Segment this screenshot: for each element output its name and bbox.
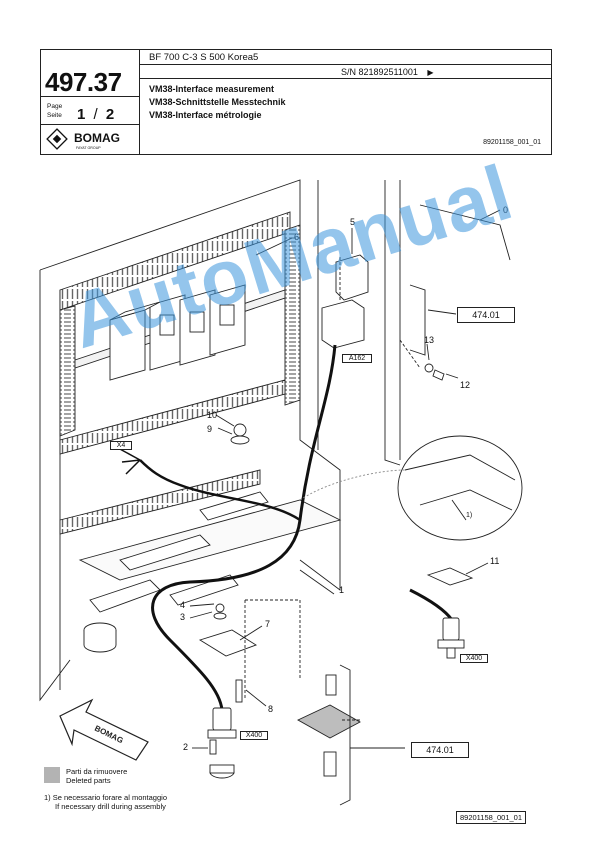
legend-deleted-en: Deleted parts (66, 776, 111, 785)
serial-number: S/N 821892511001 ▶ (341, 67, 434, 77)
callout-3: 3 (180, 612, 186, 622)
callout-0: 0 (503, 205, 509, 215)
ref-box-upper: 474.01 (457, 307, 515, 323)
callout-11: 11 (490, 556, 500, 566)
footer-drawing-ref: 89201158_001_01 (456, 811, 527, 824)
header-divider (139, 50, 140, 154)
serial-arrow-icon: ▶ (427, 68, 434, 77)
header-table: 497.37 Page Seite 1 / 2 BOMAG FAYAT GROU… (40, 49, 552, 155)
callout-1: 1 (339, 585, 345, 595)
callout-2: 2 (183, 742, 189, 752)
page-label-2: Seite (47, 112, 62, 119)
legend-note-it: 1) Se necessario forare al montaggio (44, 793, 167, 802)
model-name: BF 700 C-3 S 500 Korea5 (149, 52, 259, 63)
connector-x400-right: X400 (460, 654, 488, 663)
bomag-logo: BOMAG FAYAT GROUP (46, 128, 120, 150)
legend-deleted-it: Parti da rimuovere (66, 767, 128, 776)
header-rule (41, 96, 139, 97)
drawing-ref: 89201158_001_01 (483, 139, 541, 146)
callout-12: 12 (460, 380, 471, 390)
connector-x400-left: X400 (240, 731, 268, 740)
brand-name: BOMAG (74, 131, 120, 145)
page-sep: / (93, 106, 98, 123)
connector-x4: X4 (110, 441, 132, 450)
connector-a162: A162 (342, 354, 372, 363)
callout-9: 9 (207, 424, 213, 434)
page-indicator: 1 / 2 (77, 106, 114, 123)
part-number: 497.37 (45, 67, 122, 97)
direction-arrow-icon: BOMAG (59, 698, 149, 761)
header-rule (41, 124, 139, 125)
title-fr: VM38-Interface métrologie (149, 110, 262, 120)
callout-6: 6 (294, 232, 300, 242)
ref-box-lower: 474.01 (411, 742, 469, 758)
header-rule (139, 64, 551, 65)
page-current: 1 (77, 106, 86, 123)
title-en: VM38-Interface measurement (149, 84, 275, 94)
callout-5: 5 (350, 217, 356, 227)
callout-note-1: 1) (466, 512, 473, 519)
title-de: VM38-Schnittstelle Messtechnik (149, 97, 286, 107)
callout-8: 8 (268, 704, 274, 714)
page-total: 2 (105, 106, 115, 123)
callout-10: 10 (207, 410, 218, 420)
deleted-parts-swatch (44, 767, 60, 783)
header-rule (139, 78, 551, 79)
callout-13: 13 (424, 335, 435, 345)
callout-7: 7 (265, 619, 271, 629)
page-label-1: Page (47, 103, 63, 110)
serial-text: S/N 821892511001 (341, 67, 418, 77)
legend-note-en: If necessary drill during assembly (55, 802, 166, 811)
brand-sub: FAYAT GROUP (76, 146, 101, 150)
callout-4: 4 (180, 600, 186, 610)
